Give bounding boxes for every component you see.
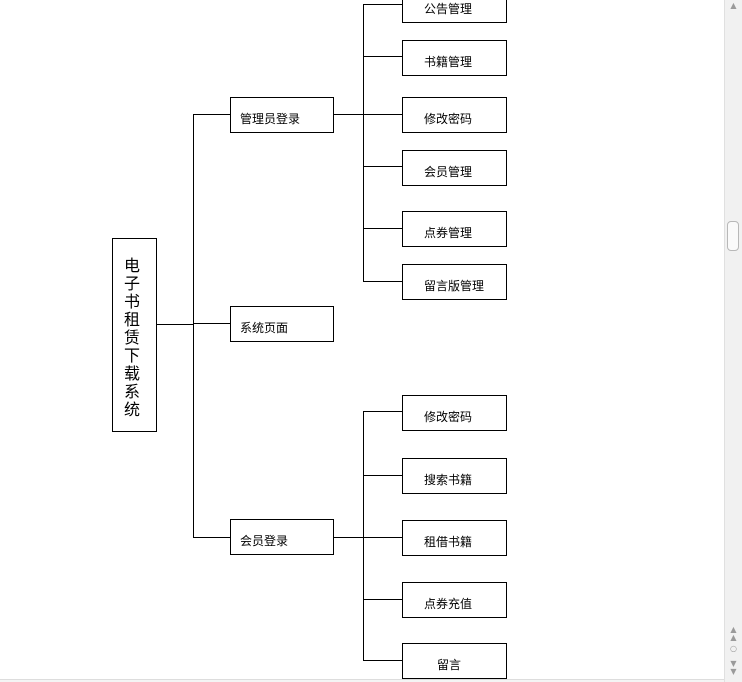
root-node-label: 电子书租赁下载系统	[123, 256, 140, 419]
connector-member-child	[363, 537, 402, 538]
connector-trunk	[193, 114, 194, 538]
node-system-page: 系统页面	[230, 306, 334, 342]
connector-admin-child	[363, 228, 402, 229]
node-label: 公告管理	[424, 2, 473, 16]
connector-admin-child	[363, 56, 402, 57]
node-label: 点券管理	[424, 226, 473, 240]
connector-member-child	[363, 475, 402, 476]
circle-icon[interactable]: ○	[730, 644, 737, 653]
node-label: 书籍管理	[424, 55, 473, 69]
horizontal-scrollbar[interactable]	[0, 679, 724, 682]
node-guestbook-mgmt: 留言版管理	[402, 264, 507, 300]
connector-admin-spine	[363, 4, 364, 282]
node-label: 会员管理	[424, 165, 473, 179]
connector-member-child	[363, 411, 402, 412]
node-admin-login: 管理员登录	[230, 97, 334, 133]
node-guestbook: 留言	[402, 643, 507, 679]
node-label: 留言版管理	[424, 279, 485, 293]
connector-admin-out	[334, 114, 364, 115]
node-member-login-label: 会员登录	[240, 534, 289, 548]
node-member-mgmt: 会员管理	[402, 150, 507, 186]
node-announcement-mgmt: 公告管理	[402, 0, 507, 23]
root-node: 电子书租赁下载系统	[112, 238, 157, 432]
node-system-page-label: 系统页面	[240, 321, 289, 335]
node-label: 租借书籍	[424, 535, 473, 549]
connector-admin-child	[363, 281, 402, 282]
connector-branch-system	[193, 323, 230, 324]
node-rent-books: 租借书籍	[402, 520, 507, 556]
connector-branch-member	[193, 537, 230, 538]
node-admin-change-password: 修改密码	[402, 97, 507, 133]
connector-admin-child	[363, 114, 402, 115]
connector-admin-child	[363, 4, 402, 5]
node-label: 留言	[437, 658, 462, 672]
node-label: 搜索书籍	[424, 473, 473, 487]
node-member-login: 会员登录	[230, 519, 334, 555]
node-book-mgmt: 书籍管理	[402, 40, 507, 76]
connector-branch-admin	[193, 114, 230, 115]
scroll-up-icon[interactable]: ▲	[730, 1, 737, 10]
chevron-up-double-icon[interactable]: ▲▲	[730, 625, 737, 642]
connector-member-child	[363, 599, 402, 600]
vertical-scrollbar[interactable]: ▲ ▲▲ ○ ▼▼	[724, 0, 742, 682]
node-points-recharge: 点券充值	[402, 582, 507, 618]
connector-admin-child	[363, 166, 402, 167]
document-canvas: 电子书租赁下载系统 管理员登录 系统页面 会员登录 公告管理 书籍管理 修改密码…	[112, 0, 507, 679]
node-member-change-password: 修改密码	[402, 395, 507, 431]
node-search-books: 搜索书籍	[402, 458, 507, 494]
connector-root	[157, 324, 194, 325]
node-label: 修改密码	[424, 112, 473, 126]
connector-member-spine	[363, 411, 364, 661]
connector-member-out	[334, 537, 364, 538]
node-label: 点券充值	[424, 597, 473, 611]
node-label: 修改密码	[424, 410, 473, 424]
connector-member-child	[363, 660, 402, 661]
node-points-mgmt: 点券管理	[402, 211, 507, 247]
node-admin-login-label: 管理员登录	[240, 112, 301, 126]
scrollbar-thumb[interactable]	[727, 221, 739, 251]
chevron-down-double-icon[interactable]: ▼▼	[730, 659, 737, 676]
